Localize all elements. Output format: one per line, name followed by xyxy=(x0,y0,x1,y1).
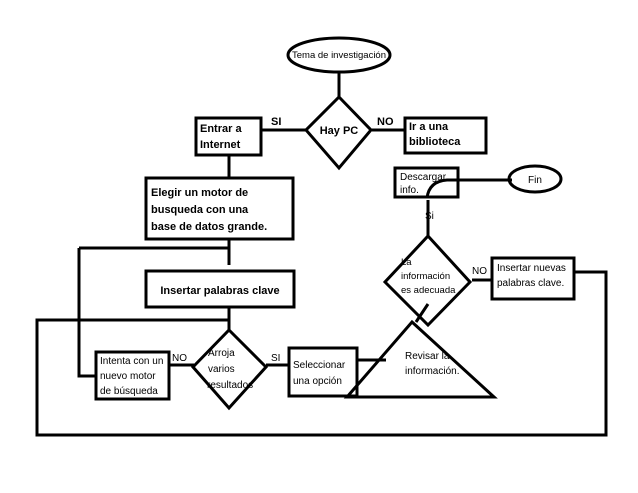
select-label-1: Seleccionar xyxy=(293,360,346,371)
retry-label-2: nuevo motor xyxy=(100,371,156,382)
end-label: Fin xyxy=(528,175,542,186)
internet-label-1: Entrar a xyxy=(200,123,242,135)
library-box xyxy=(403,116,488,155)
end-ellipse xyxy=(507,164,563,194)
edge-retry-loop xyxy=(77,248,96,378)
download-label-2: info. xyxy=(400,185,419,196)
edge-label-pc-no: NO xyxy=(377,116,394,128)
edge-label-adequate-no: NO xyxy=(472,266,487,277)
download-box xyxy=(393,166,460,199)
results-label-2: varios xyxy=(208,364,235,375)
results-diamond xyxy=(190,327,269,411)
edge-outer-loop xyxy=(35,270,608,437)
haypc-diamond xyxy=(303,94,374,171)
adequate-label-1: La xyxy=(401,257,412,268)
edge-adequate-review xyxy=(414,303,430,323)
haypc-label: Hay PC xyxy=(320,125,359,137)
retry-label-3: de búsqueda xyxy=(100,386,158,397)
edge-label-results-no: NO xyxy=(172,353,187,364)
engine-box xyxy=(144,176,295,241)
internet-label-2: Internet xyxy=(200,139,241,151)
newkeywords-box xyxy=(490,256,576,301)
select-box xyxy=(287,346,359,398)
adequate-label-2: información xyxy=(401,271,450,282)
newkeywords-label-1: Insertar nuevas xyxy=(497,263,566,274)
edge-end-download xyxy=(425,178,512,199)
adequate-label-3: es adecuada xyxy=(401,285,456,296)
keywords-box xyxy=(144,269,296,309)
retry-label-1: Intenta con un xyxy=(100,356,163,367)
adequate-diamond xyxy=(382,233,473,328)
results-label-1: Arroja xyxy=(208,348,235,359)
keywords-label: Insertar palabras clave xyxy=(160,285,279,297)
retry-box xyxy=(94,350,171,401)
select-label-2: una opción xyxy=(293,376,342,387)
topic-ellipse xyxy=(286,36,392,74)
edge-label-pc-yes: SI xyxy=(271,116,281,128)
library-label-2: biblioteca xyxy=(409,136,461,148)
library-label-1: Ir a una xyxy=(409,121,449,133)
edge-label-adequate-yes: Si xyxy=(425,211,434,222)
review-label-1: Revisar la xyxy=(405,351,450,362)
review-label-2: información. xyxy=(405,366,459,377)
review-triangle xyxy=(343,319,498,399)
newkeywords-label-2: palabras clave. xyxy=(497,278,564,289)
download-label-1: Descargar xyxy=(400,172,447,183)
edge-label-results-yes: SI xyxy=(271,353,280,364)
engine-label-1: Elegir un motor de xyxy=(151,187,248,199)
engine-label-3: base de datos grande. xyxy=(151,221,267,233)
internet-box xyxy=(194,116,263,157)
topic-label: Tema de investigación xyxy=(292,50,386,61)
engine-label-2: busqueda con una xyxy=(151,204,249,216)
results-label-3: resultados xyxy=(207,380,253,391)
